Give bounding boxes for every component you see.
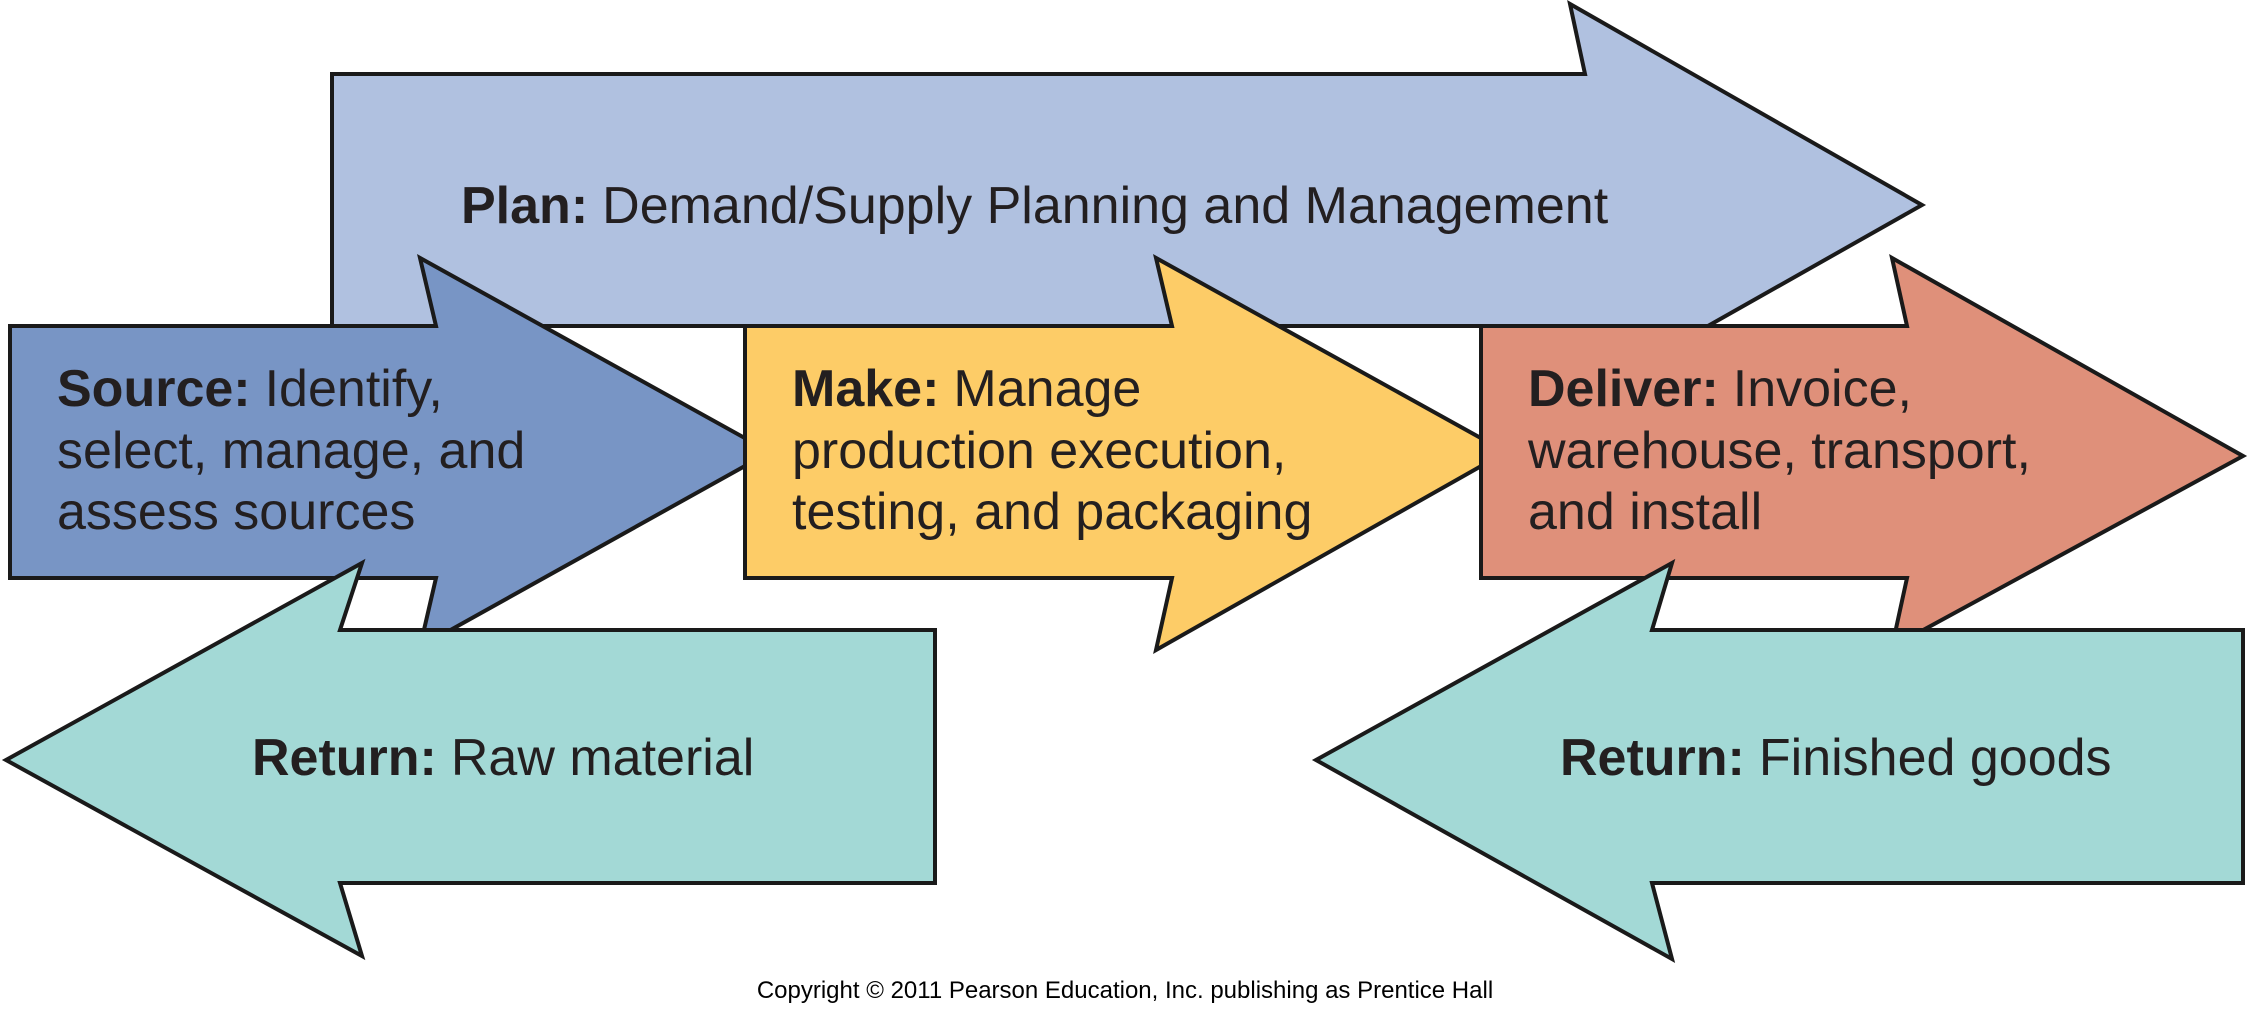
make-label: Make:Manage production execution, testin… [792,360,1312,541]
return-raw-material-label: Return:Raw material [252,729,754,787]
return-raw-text: Raw material [451,729,754,787]
copyright-notice: Copyright © 2011 Pearson Education, Inc.… [757,977,1493,1004]
return-raw-material-arrow-shape [1,558,937,961]
make-line-3: testing, and packaging [792,483,1312,541]
source-arrow: Source:Identify, select, manage, and ass… [8,254,775,651]
make-arrow: Make:Manage production execution, testin… [743,254,1511,654]
plan-keyword: Plan: [461,177,588,235]
return-finished-goods-label: Return:Finished goods [1560,729,2112,787]
deliver-label: Deliver:Invoice, warehouse, transport, a… [1527,360,2045,541]
return-finished-text: Finished goods [1759,729,2112,787]
deliver-line-1: Invoice, [1733,360,1912,418]
return-finished-goods-arrow-shape [1311,558,2245,964]
deliver-line-3: and install [1528,483,1762,541]
deliver-arrow: Deliver:Invoice, warehouse, transport, a… [1479,254,2248,651]
plan-text: Demand/Supply Planning and Management [602,177,1609,235]
source-arrow-shape [8,254,775,651]
return-raw-material-arrow: Return:Raw material [1,558,937,961]
deliver-arrow-shape [1479,254,2248,651]
deliver-line-2: warehouse, transport, [1527,422,2031,480]
source-line-2: select, manage, and [57,422,525,480]
deliver-keyword: Deliver: [1528,360,1719,418]
plan-arrow: Plan:Demand/Supply Planning and Manageme… [330,0,1927,408]
make-arrow-shape [743,254,1511,654]
return-finished-goods-arrow: Return:Finished goods [1311,558,2245,964]
source-line-3: assess sources [57,483,415,541]
make-line-2: production execution, [792,422,1286,480]
source-line-1: Identify, [265,360,443,418]
make-line-1: Manage [953,360,1141,418]
source-keyword: Source: [57,360,251,418]
source-label: Source:Identify, select, manage, and ass… [57,360,540,541]
plan-label: Plan:Demand/Supply Planning and Manageme… [461,177,1609,235]
make-keyword: Make: [792,360,939,418]
return-raw-keyword: Return: [252,729,437,787]
return-finished-keyword: Return: [1560,729,1745,787]
